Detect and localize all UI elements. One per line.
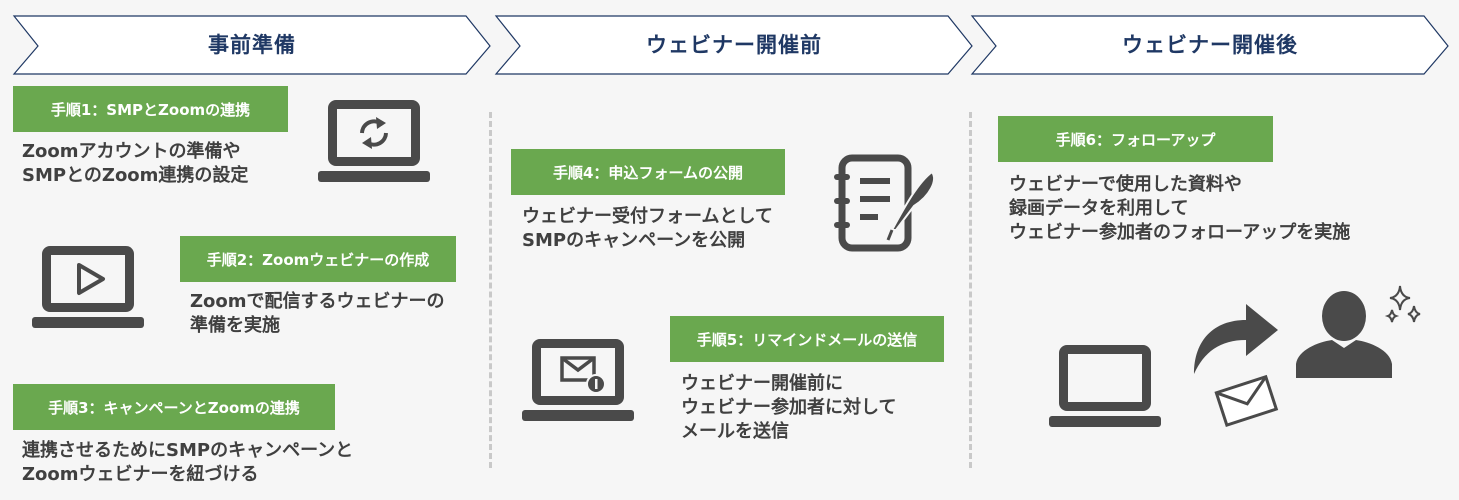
step-6-description: ウェビナーで使用した資料や 録画データを利用して ウェビナー参加者のフォローアッ… [1009,174,1351,243]
phase-title-2: ウェビナー開催前 [646,33,822,57]
step-5-label: 手順5：リマインドメールの送信 [670,316,944,362]
laptop-play-icon [32,246,144,328]
phase-divider-2 [969,112,972,468]
step-2-label: 手順2：Zoomウェビナーの作成 [180,236,456,282]
phase-title-3: ウェビナー開催後 [1122,33,1298,57]
step-3-description: 連携させるためにSMPのキャンペーンと Zoomウェビナーを紐づける [22,440,354,485]
laptop-icon [1049,345,1161,427]
laptop-sync-icon [318,100,430,182]
phase-chevron-1 [12,15,491,75]
step-6-label: 手順6：フォローアップ [998,116,1273,162]
phase-banners [12,15,1449,75]
phase-chevron-2 [494,15,973,75]
laptop-mail-icon [522,339,634,421]
step-4-description: ウェビナー受付フォームとして SMPのキャンペーンを公開 [522,206,773,251]
step-1-description: Zoomアカウントの準備や SMPとのZoom連携の設定 [22,141,249,186]
phase-divider-1 [489,112,492,468]
envelope-icon [1214,374,1279,428]
phase-title-1: 事前準備 [208,33,296,57]
document-pen-icon [834,154,935,252]
step-4-label: 手順4：申込フォームの公開 [511,149,785,195]
step-3-label: 手順3：キャンペーンとZoomの連携 [13,384,335,430]
user-icon [1296,291,1392,378]
step-2-description: Zoomで配信するウェビナーの 準備を実施 [190,291,445,336]
share-arrow-icon [1194,304,1278,374]
step-1-label: 手順1：SMPとZoomの連携 [13,86,288,132]
phase-chevron-3 [970,15,1449,75]
step-5-description: ウェビナー開催前に ウェビナー参加者に対して メールを送信 [681,373,897,442]
sparkle-icon [1384,285,1421,323]
